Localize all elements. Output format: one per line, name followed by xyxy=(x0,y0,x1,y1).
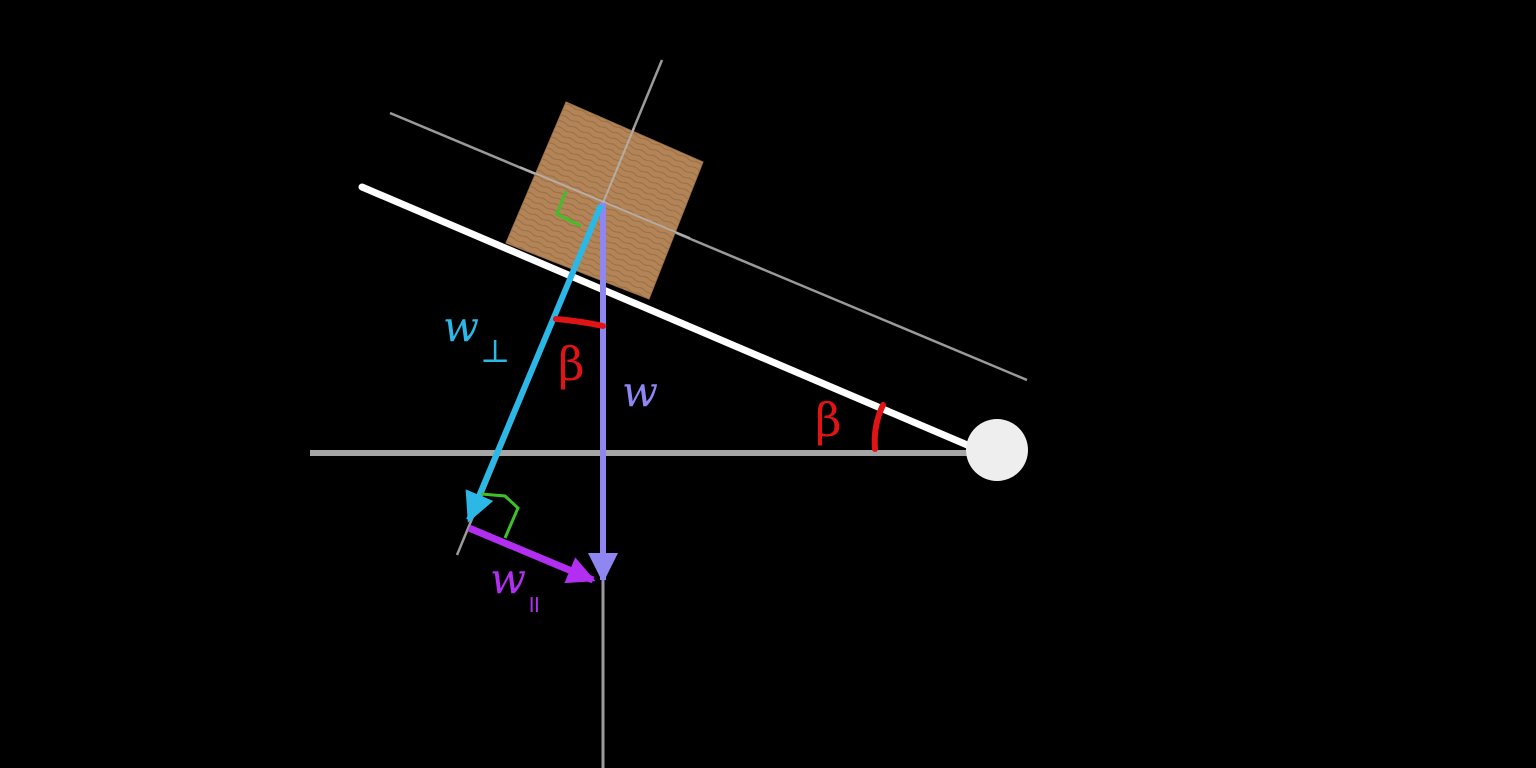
angle-arc-incline xyxy=(871,402,886,452)
label-perp-subscript: ⊥ xyxy=(480,332,510,370)
label-weight: w xyxy=(622,367,658,416)
parallel-guide-over-block xyxy=(519,166,691,239)
angle-arc-between xyxy=(553,316,606,329)
pivot-circle xyxy=(966,419,1028,481)
label-par-component: w xyxy=(490,554,526,603)
label-angle-incline: β xyxy=(815,393,842,447)
label-par-subscript: ॥ xyxy=(526,590,540,618)
perpendicular-guide-over-block xyxy=(599,127,635,211)
right-angle-mark-bottom xyxy=(480,492,520,539)
parallel-guide-line xyxy=(389,111,1028,382)
label-angle-between: β xyxy=(558,337,585,391)
incline-surface xyxy=(358,183,976,451)
perpendicular-component-arrow xyxy=(465,203,604,523)
right-angle-mark-top xyxy=(555,190,582,228)
label-perp-component: w xyxy=(443,302,479,351)
parallel-component-arrow xyxy=(467,524,596,584)
